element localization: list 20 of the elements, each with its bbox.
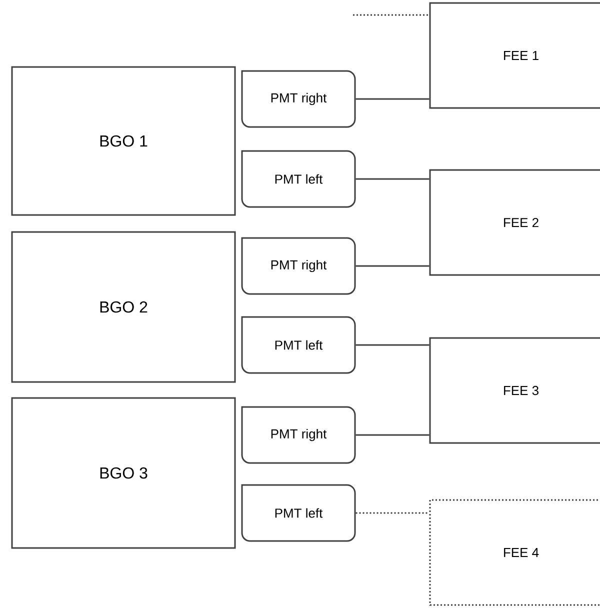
crystal-box: BGO 3 bbox=[11, 397, 236, 549]
electronics-box: FEE 4 bbox=[429, 499, 600, 606]
crystal-box: BGO 1 bbox=[11, 66, 236, 216]
connector-line bbox=[356, 265, 430, 267]
electronics-box: FEE 1 bbox=[429, 2, 600, 109]
connector-line bbox=[356, 512, 430, 514]
pmt-box: PMT left bbox=[241, 484, 356, 542]
connector-line bbox=[356, 178, 430, 180]
pmt-box: PMT right bbox=[241, 70, 356, 128]
pmt-box: PMT left bbox=[241, 150, 356, 208]
pmt-box: PMT right bbox=[241, 406, 356, 464]
pmt-box: PMT left bbox=[241, 316, 356, 374]
connector-line bbox=[353, 14, 430, 16]
connector-line bbox=[356, 98, 430, 100]
connector-line bbox=[356, 344, 430, 346]
crystal-box: BGO 2 bbox=[11, 231, 236, 383]
connector-line bbox=[356, 434, 430, 436]
electronics-box: FEE 3 bbox=[429, 337, 600, 444]
electronics-box: FEE 2 bbox=[429, 169, 600, 276]
pmt-box: PMT right bbox=[241, 237, 356, 295]
